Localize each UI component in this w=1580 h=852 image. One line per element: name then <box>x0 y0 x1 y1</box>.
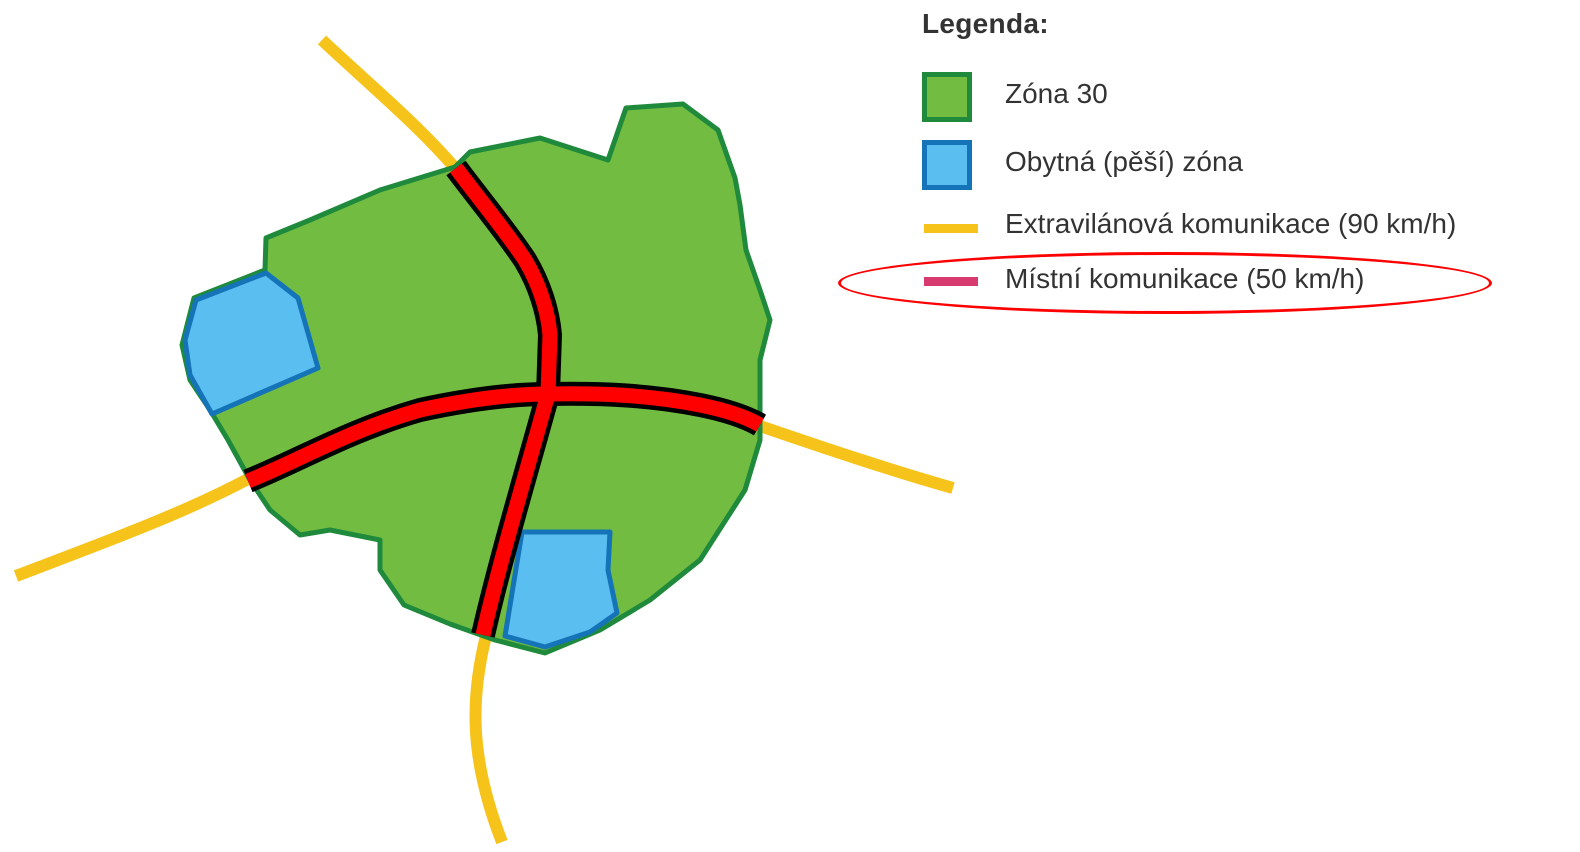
local-road-network <box>243 160 767 638</box>
local-road-north-south <box>450 163 558 637</box>
extravilan-road-east <box>758 420 955 494</box>
extravilan-road-northwest <box>317 35 460 172</box>
extravilan-road-west <box>13 472 253 582</box>
local-road-east-west <box>245 386 764 488</box>
pedestrian-zone-west <box>182 270 321 417</box>
pedestrian-zone-south <box>502 529 620 650</box>
zone-30-area <box>179 101 773 656</box>
extravilan-road-south <box>469 634 508 845</box>
